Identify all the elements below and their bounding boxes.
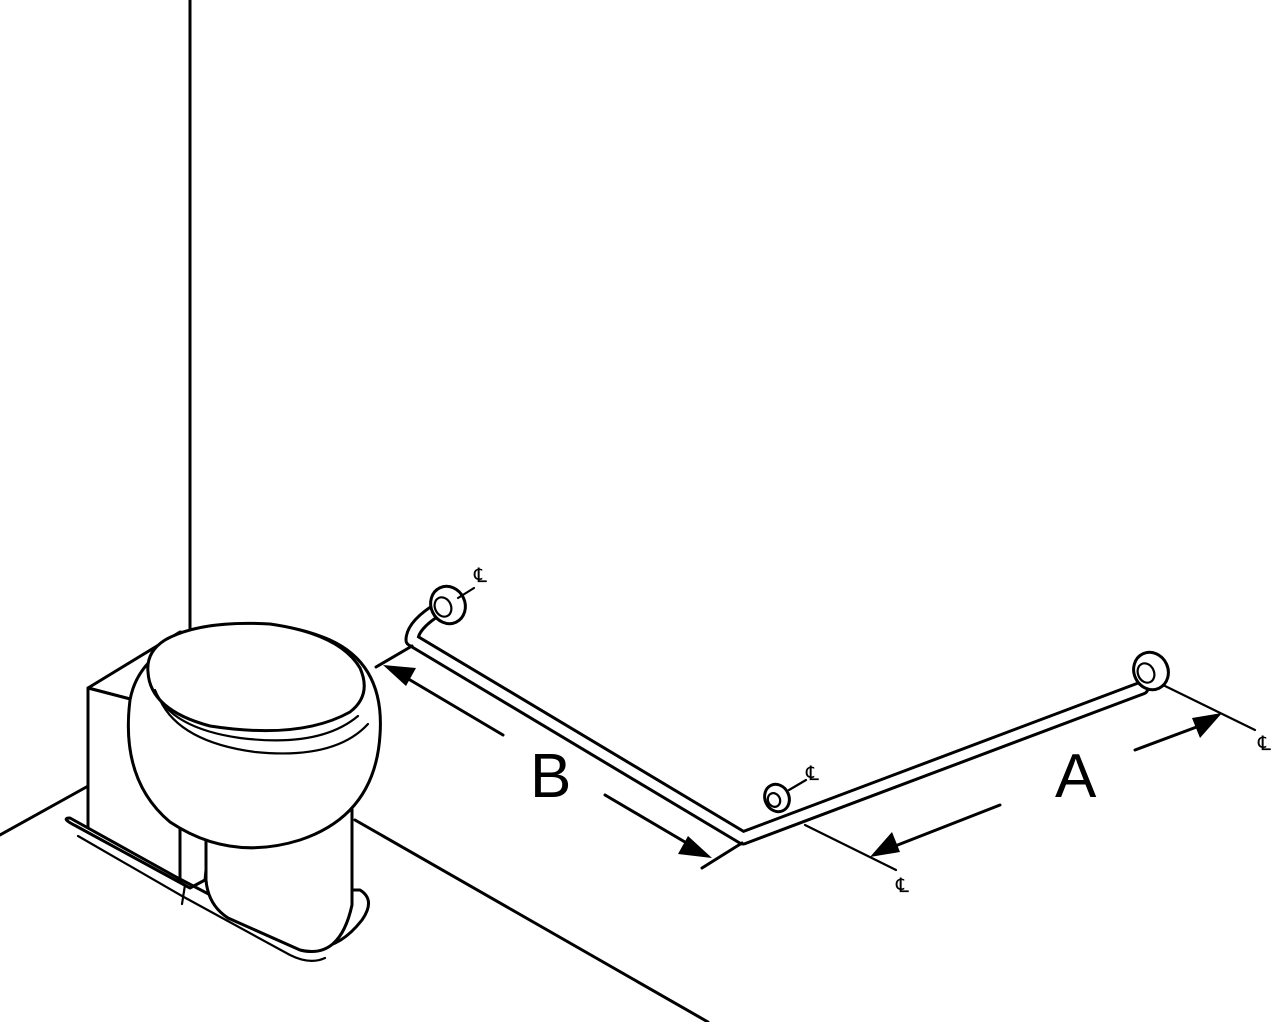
floor-left-wall-line — [0, 783, 92, 837]
dimension-b-arrow-bottom — [678, 836, 712, 858]
toilet-lid — [146, 621, 366, 733]
dimension-b-extension-top — [374, 644, 414, 669]
floor-back-wall-line — [353, 818, 710, 1022]
dimension-b-arrow-top — [383, 665, 416, 686]
centerline-ticks — [456, 586, 1257, 872]
dimension-a-arrow-upper — [1192, 713, 1222, 738]
wall-flanges — [429, 584, 1170, 814]
toilet — [64, 621, 382, 962]
flange-left — [429, 584, 467, 626]
toilet-rim-edge — [158, 698, 370, 755]
dimension-a-label: A — [1055, 742, 1097, 811]
toilet-base-seam — [180, 883, 187, 906]
dimension-a — [870, 713, 1222, 857]
flange-center — [763, 782, 791, 814]
centerline-label-right: ℄ — [1257, 733, 1271, 755]
dimension-a-arrow-lower — [870, 832, 900, 857]
dimension-b-extension-bottom — [700, 841, 744, 870]
toilet-base-lower-edge — [76, 834, 327, 962]
centerline-label-center-flange: ℄ — [805, 763, 819, 785]
flange-right — [1132, 650, 1170, 692]
dimension-b-line-lower — [603, 793, 692, 847]
dimension-b-label: B — [530, 742, 571, 811]
dimension-b — [374, 644, 744, 870]
toilet-seat-edge — [153, 688, 360, 742]
dimension-b-line-upper — [398, 672, 505, 737]
centerline-label-bottom: ℄ — [895, 875, 909, 897]
dimension-a-line-lower — [888, 803, 1002, 850]
centerline-label-left-flange: ℄ — [473, 565, 487, 587]
room-lines — [0, 0, 710, 1022]
